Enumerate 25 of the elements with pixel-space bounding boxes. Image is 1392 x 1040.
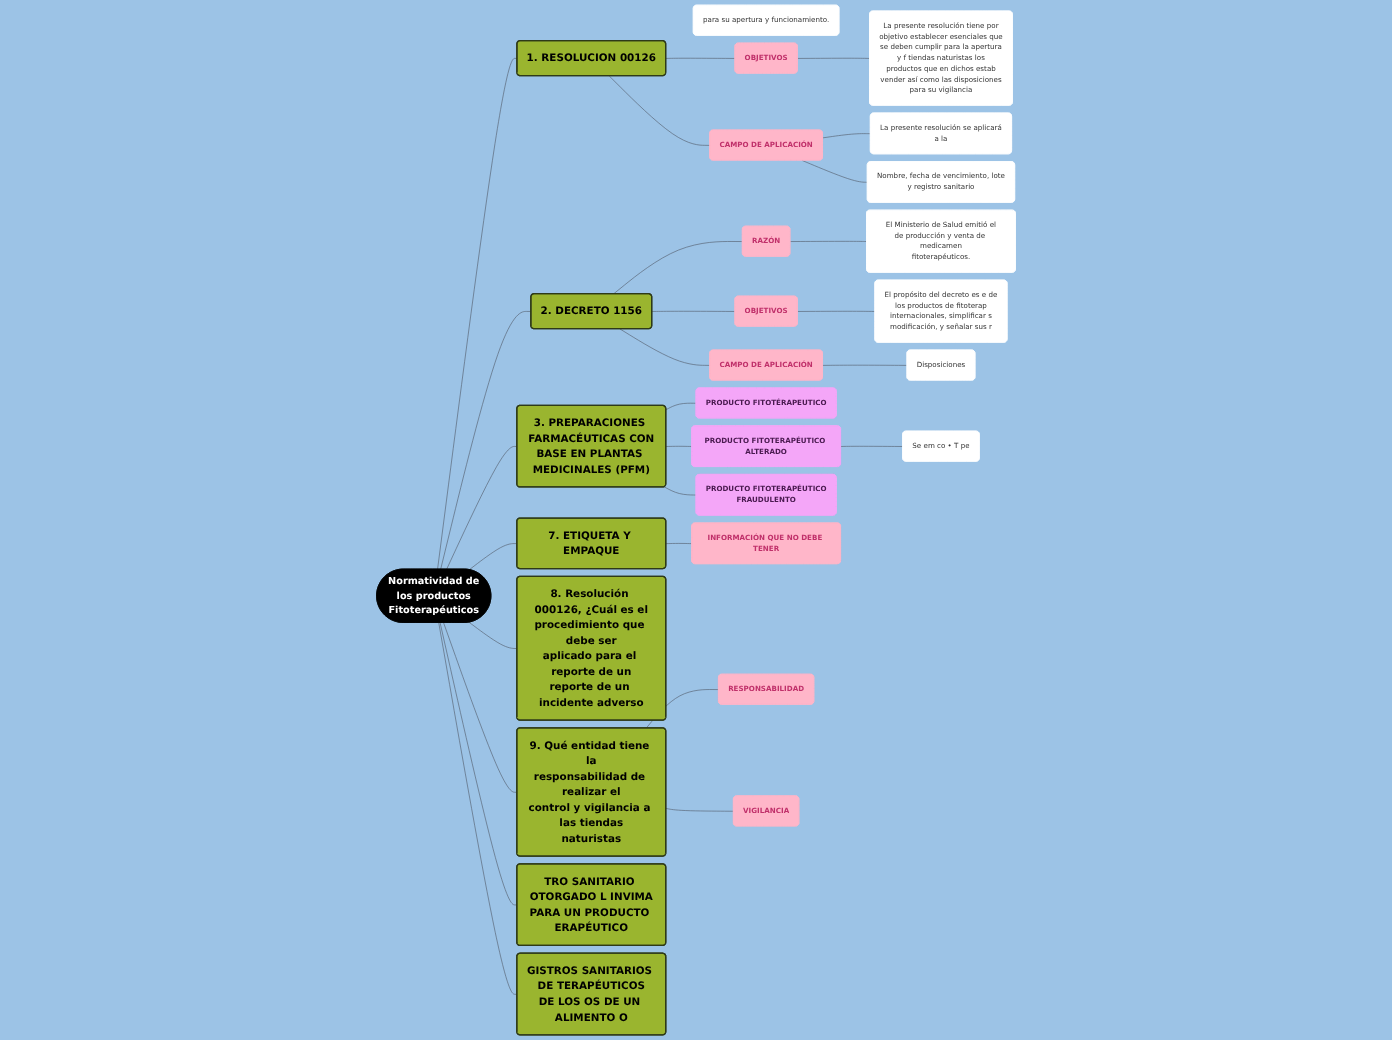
connector <box>665 445 693 447</box>
connector <box>619 328 711 366</box>
connector <box>468 622 518 649</box>
connector <box>797 57 871 59</box>
connector <box>665 57 736 59</box>
connector <box>437 58 518 570</box>
connector <box>438 622 518 995</box>
connector <box>665 402 697 410</box>
connector <box>789 241 868 242</box>
connector <box>840 445 904 447</box>
connector <box>443 622 518 793</box>
connector <box>797 310 876 312</box>
connector <box>665 808 735 812</box>
connector <box>613 241 743 295</box>
connector <box>440 311 532 570</box>
connector <box>468 543 518 571</box>
connector <box>801 160 868 183</box>
connector <box>664 486 697 496</box>
connector <box>651 310 736 312</box>
connector <box>439 622 518 906</box>
connector <box>446 446 518 570</box>
connector <box>822 364 908 366</box>
connector <box>665 543 693 544</box>
connector <box>822 133 871 139</box>
connector <box>608 75 711 146</box>
